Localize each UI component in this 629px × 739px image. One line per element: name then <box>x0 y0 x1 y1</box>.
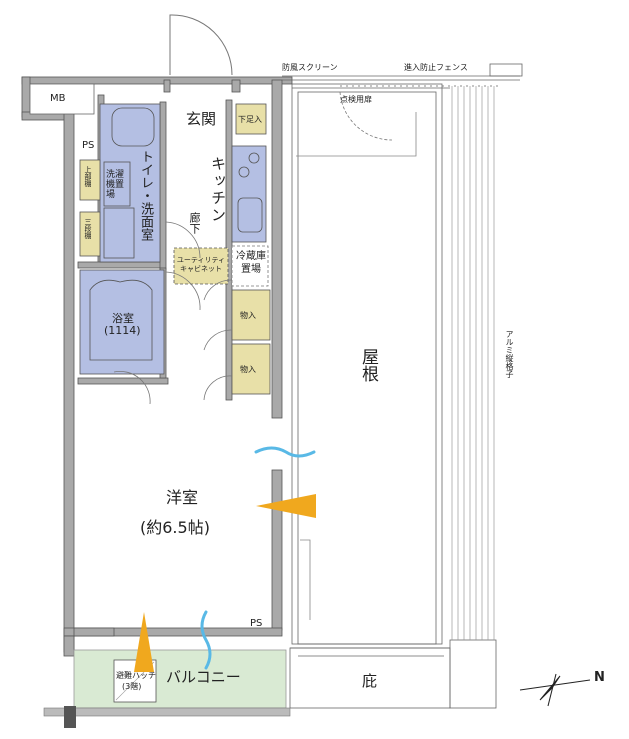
evac-hatch-label: 避難ハッチ <box>116 671 156 680</box>
interior-doors <box>113 221 233 405</box>
storage-fixtures <box>79 103 271 395</box>
room-size-label: (約6.5帖) <box>140 518 210 537</box>
upper-shelf-label: 上部棚 <box>84 166 92 187</box>
western-room-label: 洋室 <box>166 488 199 507</box>
stove-burners <box>238 152 260 178</box>
intrusion-fence-label: 進入防止フェンス <box>404 63 468 72</box>
roof-area <box>289 83 497 709</box>
bathroom-label: 浴室 <box>112 312 134 325</box>
walls <box>21 76 293 657</box>
entry-arrow <box>134 612 154 672</box>
roof-label: 屋根 <box>358 348 378 382</box>
ps-top-label: PS <box>82 140 95 151</box>
fridge-space <box>231 245 269 287</box>
drain-pipes <box>296 112 417 620</box>
genkan-label: 玄関 <box>186 110 217 128</box>
aluminum-lattice <box>451 86 495 640</box>
compass-icon <box>519 673 591 707</box>
utility-cabinet-label: ユーティリティキャビネット <box>176 256 226 273</box>
ps-bottom-label: PS <box>250 618 263 629</box>
eave-label: 庇 <box>362 672 378 690</box>
fence-line <box>282 63 523 87</box>
mb-box <box>29 83 95 115</box>
wet-fixtures <box>79 103 267 375</box>
toilet-washroom-label: トイレ・洗面室 <box>138 150 153 241</box>
aluminum-lattice-label: アルミ縦格子 <box>505 330 514 378</box>
storage-2-label: 物入 <box>240 365 256 374</box>
balcony-area <box>73 649 287 709</box>
north-label: N <box>594 670 605 685</box>
three-shelves-label: 三段棚 <box>84 218 92 239</box>
balcony-rail <box>43 707 291 717</box>
storage-1-label: 物入 <box>240 311 256 320</box>
kitchen-label: キッチン <box>209 156 227 224</box>
balcony-label: バルコニー <box>166 668 241 686</box>
bath-size-label: (1114) <box>104 324 141 337</box>
inspection-door-label: 点検用扉 <box>340 95 372 104</box>
fridge-label: 冷蔵庫置場 <box>236 251 266 275</box>
balcony-post <box>64 706 76 728</box>
window-arrow <box>256 494 316 518</box>
wind-screen-label: 防風スクリーン <box>282 63 338 72</box>
hallway-label: 廊下 <box>188 212 201 234</box>
evac-floor-label: (3階) <box>122 682 142 691</box>
washer-label: 洗濯機置場 <box>106 170 125 200</box>
wind-icon <box>200 446 316 670</box>
shoe-storage-label: 下足入 <box>238 115 262 124</box>
entry-door <box>169 14 233 76</box>
mb-label: MB <box>50 93 66 104</box>
